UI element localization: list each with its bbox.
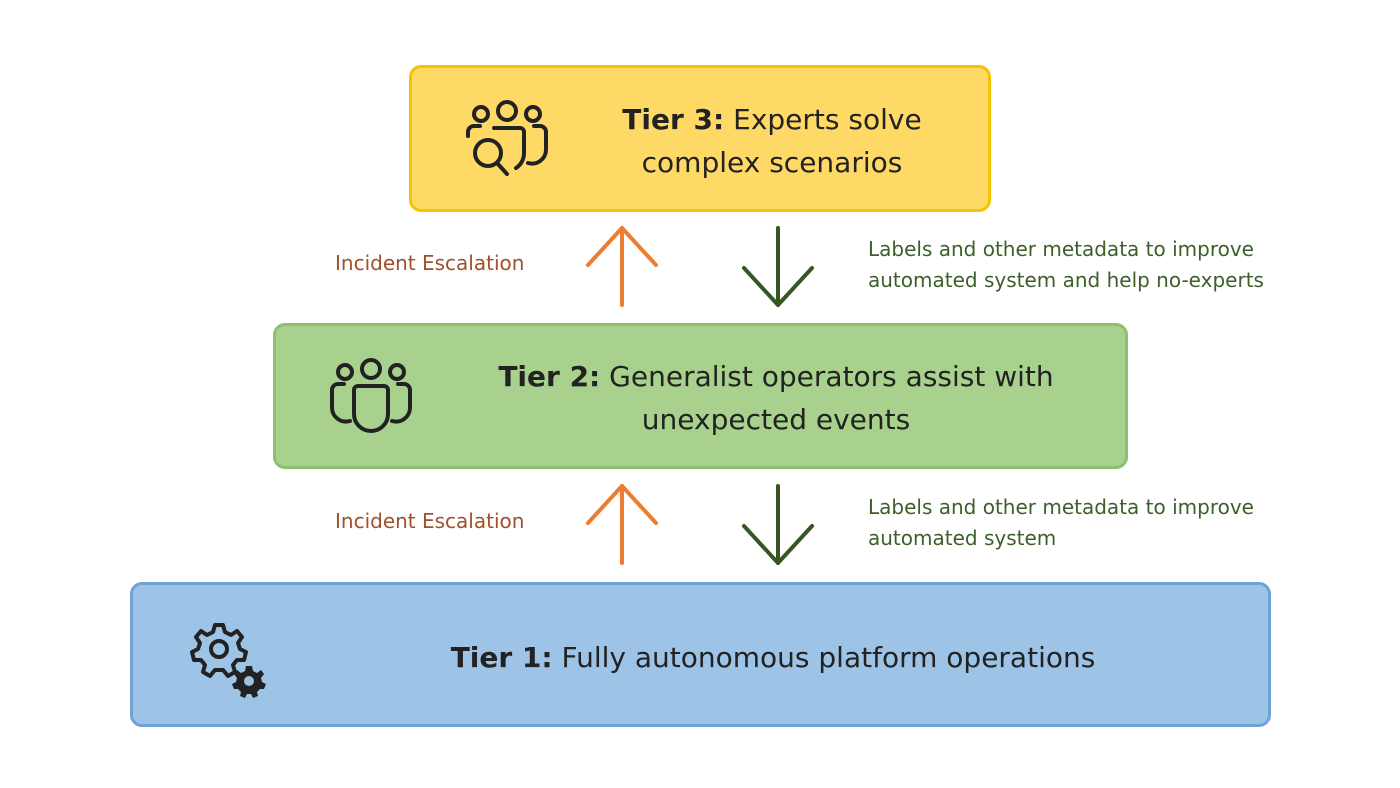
tier-1-text: Tier 1: Fully autonomous platform operat… [450,641,1096,674]
feedback-label-upper: Labels and other metadata to improve aut… [868,237,1264,292]
people-search-icon [466,100,548,176]
tier-3-box: Tier 3: Experts solve complex scenarios [409,65,991,212]
incident-escalation-label-lower: Incident Escalation [335,509,525,533]
tier-2-box: Tier 2: Generalist operators assist with… [273,323,1128,469]
feedback-label-lower: Labels and other metadata to improve aut… [868,495,1254,550]
gears-icon [190,623,266,698]
tier-1-box: Tier 1: Fully autonomous platform operat… [130,582,1271,727]
incident-escalation-label-upper: Incident Escalation [335,251,525,275]
feedback-arrow-down-lower [742,484,814,565]
tier-2-text: Tier 2: Generalist operators assist with… [498,360,1054,436]
escalation-arrow-up-lower [586,484,658,565]
escalation-arrow-up-upper [586,226,658,307]
tier-3-text: Tier 3: Experts solve complex scenarios [622,103,922,179]
people-team-icon [330,358,412,433]
feedback-arrow-down-upper [742,226,814,307]
